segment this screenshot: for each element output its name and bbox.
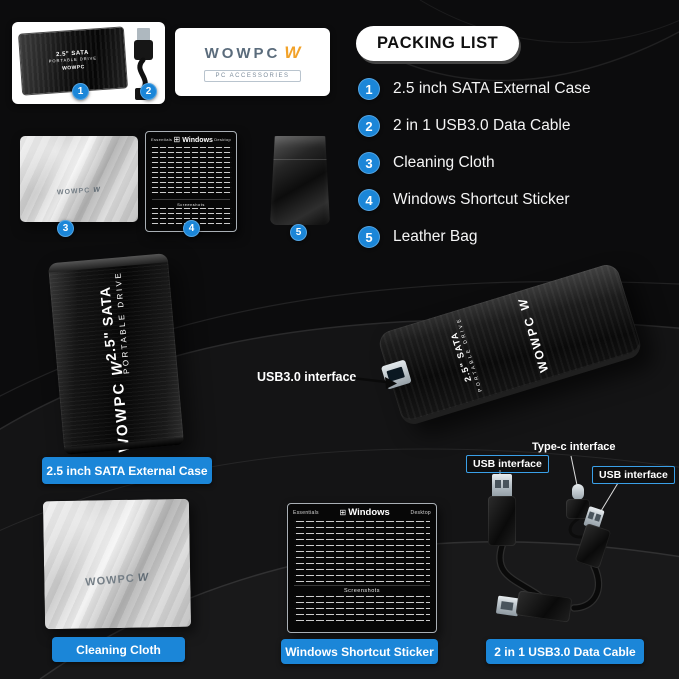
sticker-section-label: Screenshots xyxy=(294,585,430,594)
sticker-header-left: Essentials xyxy=(293,509,319,516)
brand-subtitle: PC ACCESSORIES xyxy=(204,70,301,82)
sticker-header-right: Desktop xyxy=(410,509,431,516)
type-c-interface-callout: Type-c interface xyxy=(532,441,616,453)
drive-brand-text: WOWPC xyxy=(520,313,552,375)
type-c-adapter-body xyxy=(566,499,590,519)
usb-interface-callout-left: USB interface xyxy=(466,455,549,473)
usb-tip-slot xyxy=(503,480,509,488)
item-number-badge: 4 xyxy=(358,189,380,211)
item-label: 2 in 1 USB3.0 Data Cable xyxy=(393,117,571,134)
drive-label: 2.5" SATA PORTABLE DRIVE xyxy=(444,316,483,395)
drive-brand-text: WOWPC xyxy=(109,380,134,453)
item-number-badge: 5 xyxy=(358,226,380,248)
sticker-title-text: Windows xyxy=(182,137,213,144)
sticker-section-label: Screenshots xyxy=(152,199,230,207)
type-c-connector-tip xyxy=(572,484,584,500)
photo-number-badge-5: 5 xyxy=(290,224,307,241)
sticker-header: Essentials ⊞Windows Desktop xyxy=(146,132,236,145)
item-label: 2.5 inch SATA External Case xyxy=(393,80,591,97)
sticker-header-left: Essentials xyxy=(151,137,173,142)
sticker-shortcut-rows xyxy=(150,208,232,228)
photo-number-badge-4: 4 xyxy=(183,220,200,237)
leather-bag-photo xyxy=(270,136,330,225)
mini-drive-brand-text: WOWPC xyxy=(61,64,86,72)
wowpc-logo-mark-icon: W xyxy=(107,358,127,377)
usb-interface-callout-right: USB interface xyxy=(592,466,675,484)
windows-logo-icon: ⊞ xyxy=(173,135,181,144)
packing-list-item: 5 Leather Bag xyxy=(358,226,477,248)
item-number-badge: 1 xyxy=(358,78,380,100)
wowpc-logo-mark-icon: W xyxy=(284,43,301,62)
wowpc-logo-mark-icon: W xyxy=(515,295,533,313)
usb-tip-slot xyxy=(594,513,602,522)
package-contents-photo: 2.5" SATA PORTABLE DRIVE WOWPC 1 2 xyxy=(12,22,165,104)
cloth-brand-text: WOWPC xyxy=(56,187,91,197)
item-label: Windows Shortcut Sticker xyxy=(393,191,570,208)
windows-logo-icon: ⊞ xyxy=(339,508,347,517)
photo-number-badge-3: 3 xyxy=(57,220,74,237)
sticker-badge: Windows Shortcut Sticker xyxy=(281,639,438,664)
packing-list-item: 1 2.5 inch SATA External Case xyxy=(358,78,591,100)
packing-list-title: PACKING LIST xyxy=(356,26,520,61)
usb-tip-slot xyxy=(500,601,514,611)
sticker-title: ⊞Windows xyxy=(174,135,213,144)
usb-tip-slot xyxy=(495,480,501,488)
sticker-shortcut-rows xyxy=(150,147,232,197)
sticker-title: ⊞Windows xyxy=(340,507,390,518)
packing-list-item: 3 Cleaning Cloth xyxy=(358,152,495,174)
item-label: Cleaning Cloth xyxy=(393,154,495,171)
item-number-badge: 2 xyxy=(358,115,380,137)
drive-brand: WOWPCW xyxy=(515,295,551,374)
item-label: Leather Bag xyxy=(393,228,478,245)
cable-badge: 2 in 1 USB3.0 Data Cable xyxy=(486,639,644,664)
sata-case-front-photo: 2.5" SATA PORTABLE DRIVE WOWPCW xyxy=(47,253,185,455)
usb-tip-slot xyxy=(587,511,595,520)
cloth-badge: Cleaning Cloth xyxy=(52,637,185,662)
sticker-shortcut-rows xyxy=(294,521,430,583)
case-badge: 2.5 inch SATA External Case xyxy=(42,457,212,484)
brand-name-text: WOWPC xyxy=(204,45,281,62)
windows-sticker-small: Essentials ⊞Windows Desktop Screenshots xyxy=(145,131,237,232)
sticker-title-text: Windows xyxy=(348,507,390,518)
usb3-interface-callout: USB3.0 interface xyxy=(257,370,357,384)
usb-a-connector-tip xyxy=(492,474,512,498)
sticker-header-right: Desktop xyxy=(214,137,231,142)
packing-list-item: 4 Windows Shortcut Sticker xyxy=(358,189,570,211)
cloth-brand-text: WOWPC xyxy=(84,572,136,589)
windows-sticker-large: Essentials ⊞Windows Desktop Screenshots xyxy=(287,503,437,633)
photo-number-badge-1: 1 xyxy=(72,83,89,100)
sticker-shortcut-rows xyxy=(294,596,430,622)
usb-a-connector-body xyxy=(488,496,516,546)
wowpc-logo-mark-icon: W xyxy=(93,186,102,195)
photo-number-badge-2: 2 xyxy=(140,83,157,100)
usb3-port-slot xyxy=(386,366,405,382)
item-number-badge: 3 xyxy=(358,152,380,174)
packing-list-item: 2 2 in 1 USB3.0 Data Cable xyxy=(358,115,571,137)
sticker-header: Essentials ⊞Windows Desktop xyxy=(288,504,436,519)
wowpc-logo-mark-icon: W xyxy=(137,571,150,585)
